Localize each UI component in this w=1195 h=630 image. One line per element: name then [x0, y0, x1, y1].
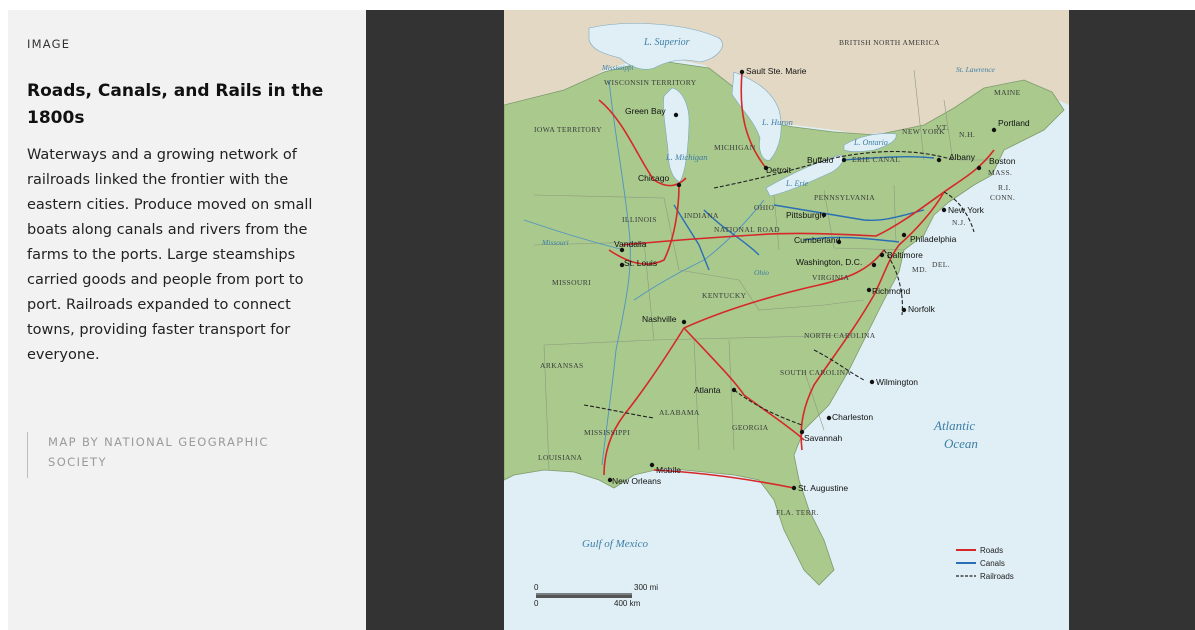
region-illinois: ILLINOIS	[622, 215, 657, 224]
legend-railroads: Railroads	[980, 572, 1014, 581]
image-credit-text: MAP BY NATIONAL GEOGRAPHIC SOCIETY	[48, 435, 269, 469]
label-lake-ontario: L. Ontario	[853, 138, 888, 147]
city-atlanta: Atlanta	[694, 385, 721, 395]
label-lake-erie: L. Erie	[785, 179, 809, 188]
lake-huron	[731, 71, 782, 161]
region-fla-terr: FLA. TERR.	[776, 508, 819, 517]
label-mississippi-river: Mississippi	[601, 64, 634, 72]
region-conn: CONN.	[990, 193, 1015, 202]
city-norfolk: Norfolk	[908, 304, 936, 314]
canal-lines	[673, 156, 935, 271]
city-philadelphia: Philadelphia	[910, 234, 957, 244]
scale-mi-zero: 0	[534, 583, 539, 592]
city-buffalo: Buffalo	[807, 155, 834, 165]
region-pennsylvania: PENNSYLVANIA	[814, 193, 875, 202]
map-canvas: Sault Ste. Marie Green Bay Portland Chic…	[504, 10, 1069, 608]
railroad-lines	[583, 150, 975, 426]
region-georgia: GEORGIA	[732, 423, 769, 432]
label-gulf-of-mexico: Gulf of Mexico	[582, 538, 648, 550]
rivers	[523, 79, 765, 466]
region-mississippi: MISSISSIPPI	[584, 428, 630, 437]
city-savannah: Savannah	[804, 433, 843, 443]
lake-erie	[765, 154, 844, 197]
label-lake-michigan: L. Michigan	[665, 152, 708, 162]
label-lake-superior: L. Superior	[643, 37, 690, 48]
city-mobile: Mobile	[656, 465, 681, 475]
article-sidebar: IMAGE Roads, Canals, and Rails in the 18…	[8, 10, 366, 630]
region-michigan: MICHIGAN	[714, 143, 756, 152]
region-indiana: INDIANA	[684, 211, 719, 220]
region-nj: N.J.	[952, 218, 966, 227]
city-baltimore: Baltimore	[887, 250, 923, 260]
city-albany: Albany	[949, 152, 976, 162]
legend-canals: Canals	[980, 559, 1005, 568]
label-ohio-river: Ohio	[754, 268, 769, 277]
image-credit: MAP BY NATIONAL GEOGRAPHIC SOCIETY	[27, 432, 317, 478]
city-richmond: Richmond	[872, 286, 911, 296]
city-washington: Washington, D.C.	[796, 257, 862, 267]
label-erie-canal: ERIE CANAL	[852, 155, 900, 164]
region-vt: VT.	[936, 123, 949, 132]
united-states-land	[504, 59, 1065, 586]
scale-km-zero: 0	[534, 599, 539, 608]
region-virginia: VIRGINIA	[812, 273, 850, 282]
city-boston: Boston	[989, 156, 1016, 166]
region-louisiana: LOUISIANA	[538, 453, 583, 462]
city-charleston: Charleston	[832, 412, 873, 422]
region-alabama: ALABAMA	[659, 408, 700, 417]
region-maine: MAINE	[994, 88, 1021, 97]
region-arkansas: ARKANSAS	[540, 361, 584, 370]
label-national-road: NATIONAL ROAD	[714, 225, 780, 234]
region-missouri: MISSOURI	[552, 278, 591, 287]
region-north-carolina: NORTH CAROLINA	[804, 331, 876, 340]
region-iowa-territory: IOWA TERRITORY	[534, 125, 602, 134]
city-sault-ste-marie: Sault Ste. Marie	[746, 66, 807, 76]
scale-mi-label: 300 mi	[634, 583, 658, 592]
region-south-carolina: SOUTH CAROLINA	[780, 368, 851, 377]
label-st-lawrence: St. Lawrence	[956, 65, 996, 74]
city-new-york: New York	[948, 205, 985, 215]
city-nashville: Nashville	[642, 314, 677, 324]
region-ohio: OHIO	[754, 203, 775, 212]
city-new-orleans: New Orleans	[612, 476, 661, 486]
region-nh: N.H.	[959, 130, 975, 139]
city-st-augustine: St. Augustine	[798, 483, 848, 493]
region-ri: R.I.	[998, 183, 1011, 192]
map-legend: Roads Canals Railroads	[956, 546, 1014, 581]
region-md: MD.	[912, 265, 927, 274]
region-wisconsin-territory: WISCONSIN TERRITORY	[604, 78, 697, 87]
state-borders	[533, 69, 989, 471]
city-st-louis: St. Louis	[624, 258, 657, 268]
city-wilmington: Wilmington	[876, 377, 918, 387]
region-mass: MASS.	[988, 168, 1012, 177]
city-markers	[607, 69, 997, 491]
content-type-label: IMAGE	[27, 37, 71, 51]
label-atlantic: Atlantic	[933, 418, 975, 433]
city-vandalia: Vandalia	[614, 239, 647, 249]
legend-roads: Roads	[980, 546, 1003, 555]
city-chicago: Chicago	[638, 173, 669, 183]
region-del: DEL.	[932, 260, 950, 269]
transportation-map[interactable]: Sault Ste. Marie Green Bay Portland Chic…	[504, 10, 1069, 630]
city-portland: Portland	[998, 118, 1030, 128]
city-green-bay: Green Bay	[625, 106, 666, 116]
article-description: Waterways and a growing network of railr…	[27, 147, 313, 363]
label-ocean: Ocean	[944, 436, 978, 451]
label-missouri-river: Missouri	[541, 238, 569, 247]
label-lake-huron: L. Huron	[761, 117, 793, 127]
image-viewer: Sault Ste. Marie Green Bay Portland Chic…	[366, 10, 1195, 630]
region-new-york-state: NEW YORK	[902, 127, 945, 136]
region-british-north-america: BRITISH NORTH AMERICA	[839, 38, 940, 47]
city-pittsburgh: Pittsburgh	[786, 210, 825, 220]
scale-km-label: 400 km	[614, 599, 641, 608]
scale-bar: 0 300 mi 0 400 km	[534, 583, 658, 608]
region-kentucky: KENTUCKY	[702, 291, 747, 300]
lake-ontario	[843, 133, 897, 152]
article-title: Roads, Canals, and Rails in the 1800s	[27, 81, 324, 128]
road-lines	[598, 71, 995, 489]
city-cumberland: Cumberland	[794, 235, 841, 245]
lake-superior	[588, 23, 723, 70]
city-detroit: Detroit	[766, 165, 792, 175]
